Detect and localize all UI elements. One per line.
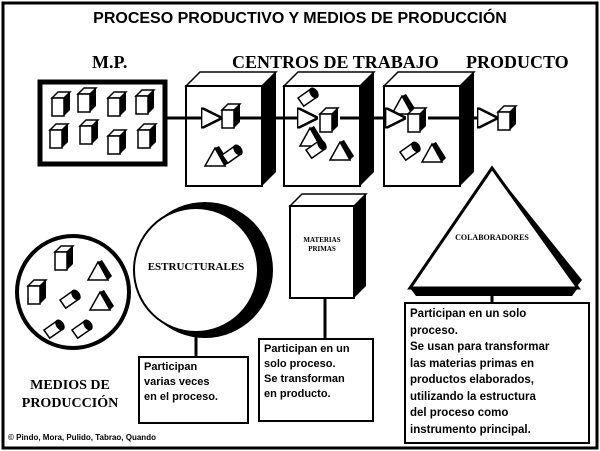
materias-desc-line: solo proceso. [264,358,336,370]
credit-line: © Pindo, Mora, Pulido, Tabrao, Quando [8,433,156,442]
colaboradores-desc-line: las materias primas en [410,357,535,370]
materias-label-line2: PRIMAS [308,245,336,253]
medios-label-line2: PRODUCCIÓN [21,396,119,411]
materias-desc-box: Participan en un solo proceso. Se transf… [258,338,374,422]
raw-material-box [37,79,168,167]
colaboradores-desc-line: Participan en un solo [410,308,527,320]
work-center-1 [184,71,278,187]
materias-box [288,193,368,338]
product-cube [497,105,517,131]
estructurales-desc-line: en el proceso. [144,391,218,403]
materias-label-line1: MATERIAS [303,236,341,244]
work-center-2 [282,71,376,187]
colaboradores-desc-line: del proceso como [410,407,509,419]
estructurales-desc-box: Participan varias veces en el proceso. [138,356,249,424]
materias-label: MATERIAS PRIMAS [290,236,354,254]
header-centros: CENTROS DE TRABAJO [232,52,439,72]
materias-desc-line: Participan en un [264,343,350,355]
header-producto: PRODUCTO [466,52,569,72]
medios-label-line1: MEDIOS DE [30,378,110,393]
colaboradores-desc-line: proceso. [410,324,458,337]
colaboradores-triangle [407,165,582,302]
medios-label: MEDIOS DE PRODUCCIÓN [10,377,130,413]
colaboradores-desc-line: productos elaborados, [410,374,534,386]
colaboradores-desc-box: Participan en un solo proceso. Se usan p… [404,302,590,444]
materias-desc-line: en producto. [264,388,331,400]
work-center-3 [382,71,476,187]
estructurales-label: ESTRUCTURALES [147,261,245,273]
medios-circle [15,234,131,350]
colaboradores-desc-line: Se usan para transformar [410,341,550,353]
header-mp: M.P. [92,52,128,72]
colaboradores-label: COLABORADORES [455,233,529,242]
materias-desc-line: Se transforman [264,373,345,385]
colaboradores-desc-line: utilizando la estructura [410,390,536,403]
estructurales-desc-line: varias veces [144,376,210,388]
colaboradores-desc-line: instrumento principal. [410,423,531,436]
page-title: PROCESO PRODUCTIVO Y MEDIOS DE PRODUCCIÓ… [93,10,507,27]
estructurales-desc-line: Participan [144,361,198,373]
estructurales-sphere [133,202,273,356]
